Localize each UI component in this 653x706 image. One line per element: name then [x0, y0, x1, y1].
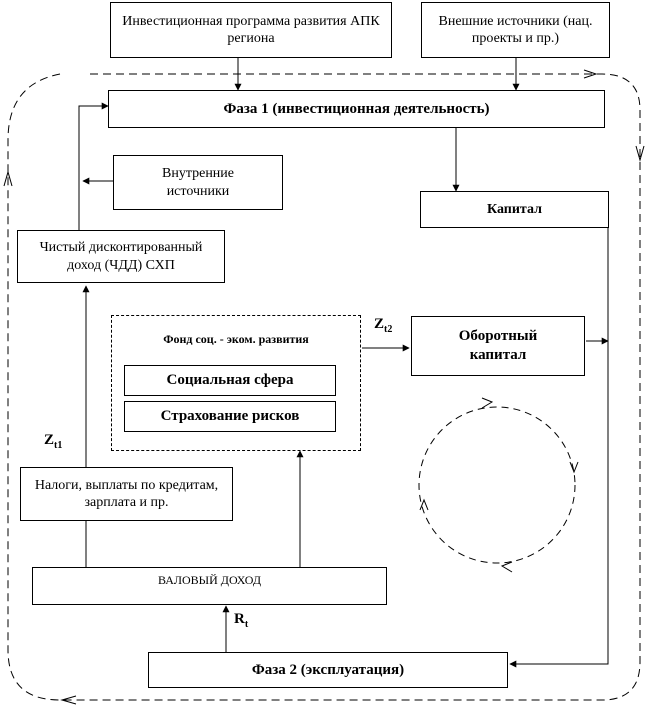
label-z-t2: Zt2: [374, 316, 393, 335]
outer-loop-arrowhead-bottom: [60, 695, 77, 705]
phase1-box: Фаза 1 (инвестиционная деятельность): [108, 90, 605, 128]
taxes-box: Налоги, выплаты по кредитам, зарплата и …: [20, 467, 233, 521]
internal-sources-text: Внутренние источники: [161, 166, 235, 199]
social-sphere-text: Социальная сфера: [166, 372, 294, 389]
phase2-text: Фаза 2 (эксплуатация): [251, 661, 405, 678]
social-sphere-box: Социальная сфера: [124, 365, 336, 396]
npv-text: Чистый дисконтированный доход (ЧДД) СХП: [39, 240, 203, 273]
npv-box: Чистый дисконтированный доход (ЧДД) СХП: [17, 230, 225, 283]
outer-loop-arrowhead-top: [583, 69, 598, 79]
taxes-text: Налоги, выплаты по кредитам, зарплата и …: [34, 477, 219, 511]
phase2-box: Фаза 2 (эксплуатация): [148, 652, 508, 688]
capital-text: Капитал: [487, 201, 542, 217]
arrow-capital-to-phase2: [509, 228, 609, 668]
external-sources-box: Внешние источники (нац. проекты и пр.): [421, 2, 610, 58]
inner-circle-arrowhead-2: [569, 461, 579, 474]
invest-program-text: Инвестиционная программа развития АПК ре…: [122, 13, 380, 47]
risk-insurance-text: Страхование рисков: [160, 408, 300, 425]
outer-loop-arrowhead-left: [3, 170, 13, 187]
social-economic-fund-container: [111, 315, 361, 451]
internal-sources-box: Внутренние источники: [113, 155, 283, 210]
capital-box: Капитал: [420, 191, 609, 228]
inner-circle-arrowhead-3: [500, 561, 513, 573]
gross-income-box: ВАЛОВЫЙ ДОХОД: [32, 567, 387, 605]
label-r-t: Rt: [234, 611, 249, 630]
risk-insurance-box: Страхование рисков: [124, 401, 336, 432]
inner-cycle-circle: [418, 406, 576, 564]
phase1-text: Фаза 1 (инвестиционная деятельность): [223, 100, 490, 117]
arrow-npv-to-phase1: [78, 102, 109, 230]
fund-title: Фонд соц. - эком. развития: [163, 332, 309, 346]
gross-income-text: ВАЛОВЫЙ ДОХОД: [157, 573, 262, 587]
invest-program-box: Инвестиционная программа развития АПК ре…: [110, 2, 392, 58]
label-z-t1: Zt1: [44, 432, 63, 451]
working-capital-text: Оборотный капитал: [458, 328, 538, 363]
inner-circle-arrowhead-4: [419, 498, 429, 511]
working-capital-box: Оборотный капитал: [411, 316, 585, 376]
outer-loop-arrowhead-right: [635, 145, 645, 162]
external-sources-text: Внешние источники (нац. проекты и пр.): [438, 13, 593, 47]
inner-circle-arrowhead-1: [481, 397, 494, 409]
